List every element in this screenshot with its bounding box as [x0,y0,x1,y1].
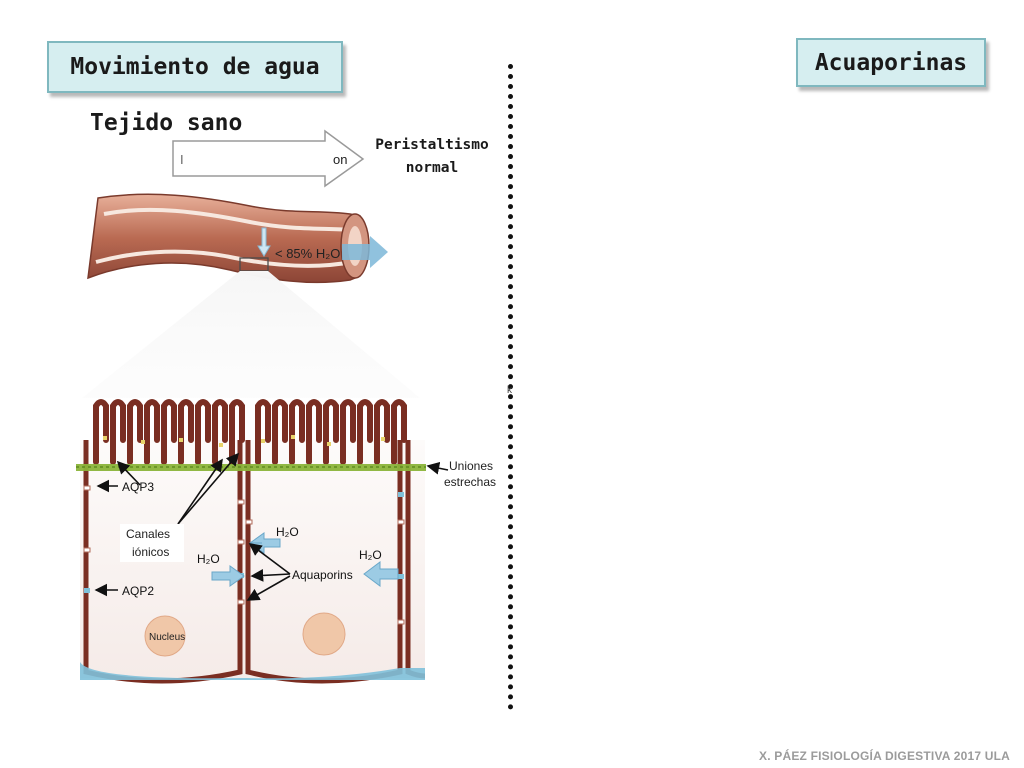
h2o-label-2: H₂O [197,552,220,566]
h2o-label-1: H₂O [276,525,299,539]
h2o-label-3: H₂O [359,548,382,562]
intestine-illustration: < 85% H₂O [87,193,388,284]
peristalsis-arrow: I on [172,129,365,188]
peristalsis-label: Peristaltismo normal [362,134,502,180]
canales-label-bg [120,524,184,562]
arrow-on-label: on [333,152,347,167]
aqp2-label: AQP2 [122,584,154,598]
pointer-arrows [94,452,449,601]
footer-credit: X. PÁEZ FISIOLOGÍA DIGESTIVA 2017 ULA [759,749,1010,763]
water-percent-label: < 85% H₂O [275,246,340,261]
dotted-divider [508,64,513,710]
uniones-label-line1: Uniones [449,459,493,473]
arrow-small-label: I [180,152,184,167]
title-right-text: Acuaporinas [814,49,968,76]
subtitle-tejido-sano: Tejido sano [90,110,243,136]
canales-label-line2: iónicos [132,545,169,559]
uniones-label-line2: estrechas [444,475,496,489]
aquaporins-label: Aquaporins [292,568,353,582]
title-left-text: Movimiento de agua [70,54,320,80]
title-movimiento-de-agua: Movimiento de agua [47,41,343,93]
nucleus-label: Nucleus [149,632,185,643]
aqp3-label: AQP3 [122,480,154,494]
zoom-cone [82,271,420,398]
stray-mark: k [507,385,512,396]
title-acuaporinas: Acuaporinas [796,38,986,87]
peristalsis-line2: normal [405,160,459,176]
peristalsis-line1: Peristaltismo [375,137,489,153]
canales-label-line1: Canales [126,527,170,541]
